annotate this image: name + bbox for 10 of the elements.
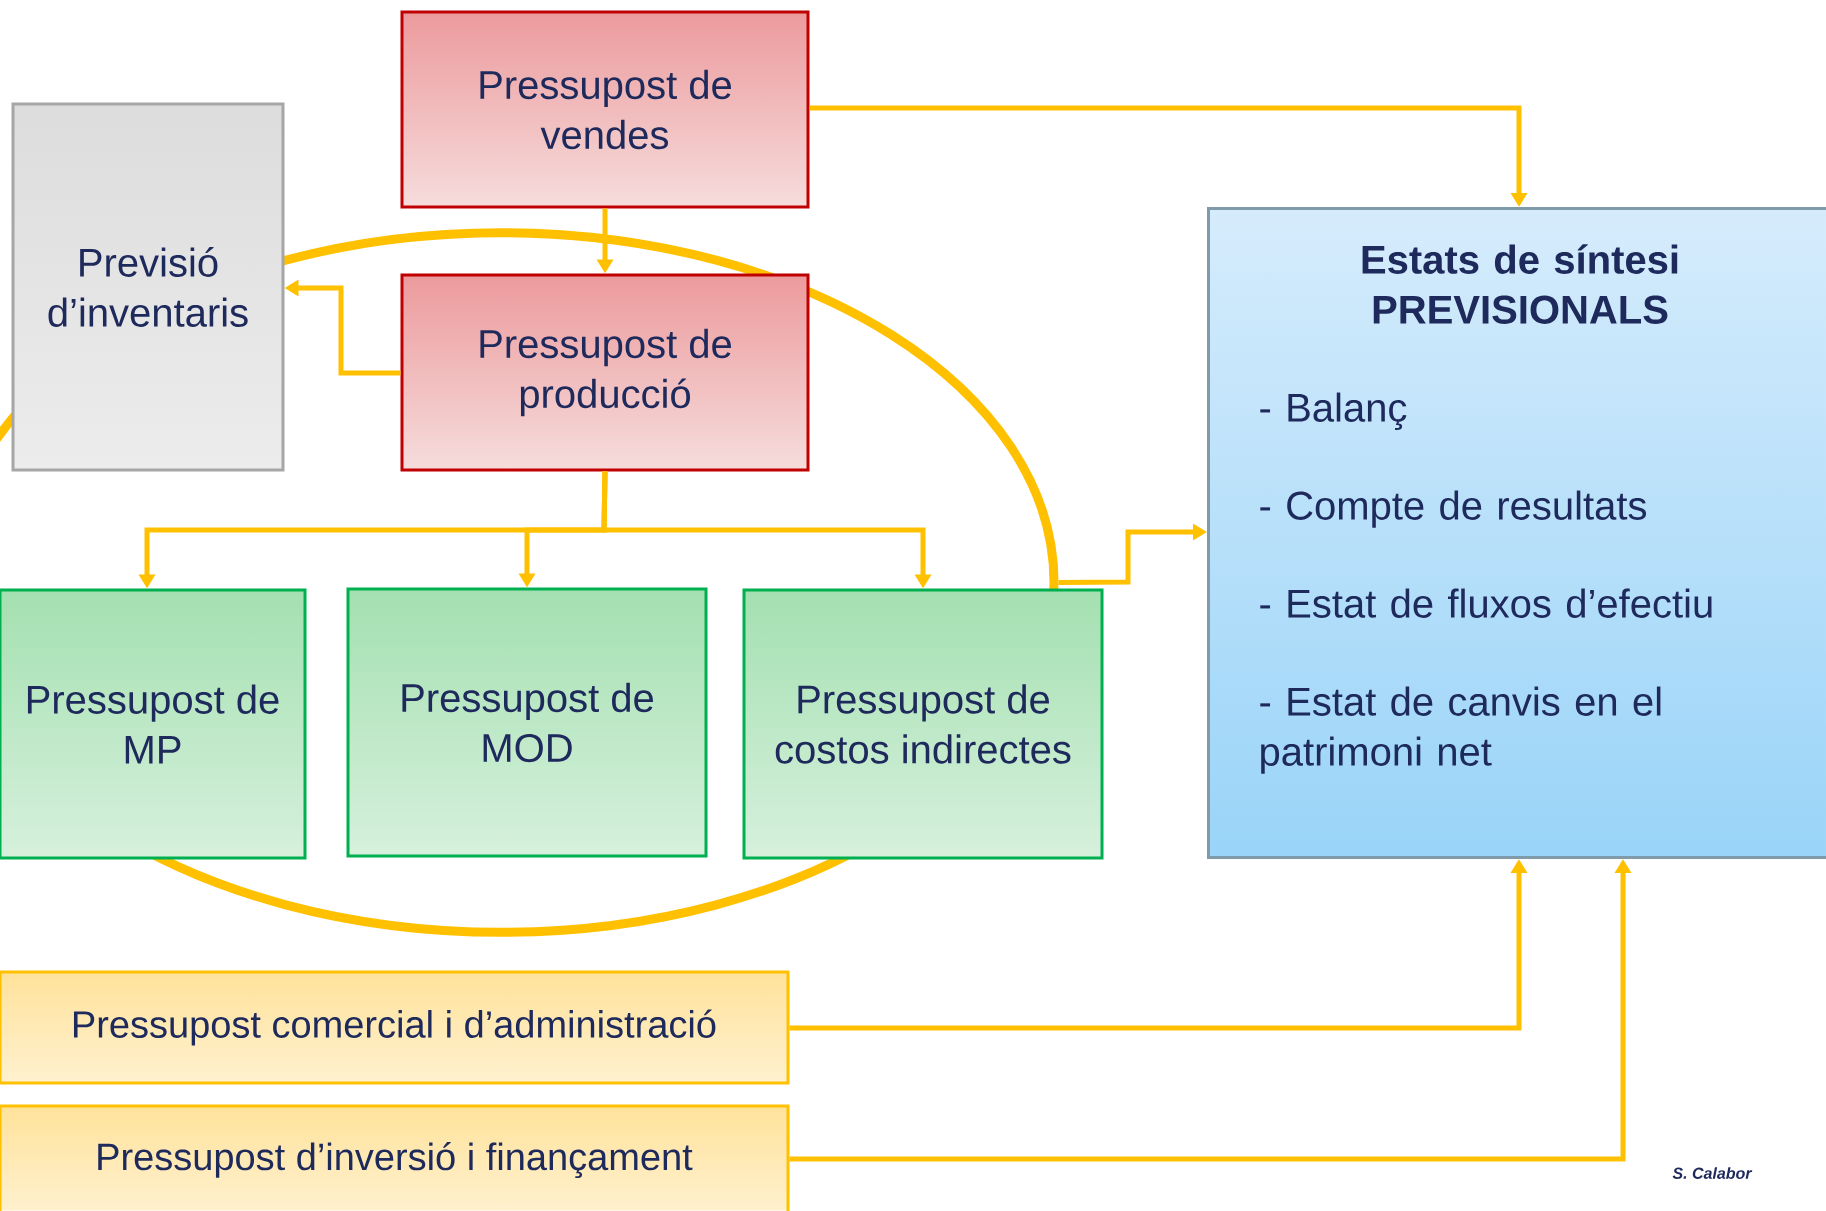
process-box: Pressupost de costos indirectes [742, 588, 1104, 860]
process-box: Pressupost d’inversió i finançament [0, 1104, 790, 1211]
process-box: Pressupost comercial i d’administració [0, 970, 790, 1085]
process-box: Previsió d’inventaris [11, 102, 285, 472]
process-box: Pressupost de vendes [400, 10, 810, 209]
summary-box: Estats de síntesi PREVISIONALS - Balanç - Compte de resultats - Estat de fluxos d’efectiu - Estat de canvis en el patrimoni net [1207, 207, 1826, 859]
process-box: Pressupost de producció [400, 273, 810, 472]
author-credit: S. Calabor [1672, 1167, 1753, 1179]
process-box: Pressupost de MP [0, 588, 307, 860]
process-box: Pressupost de MOD [346, 587, 708, 858]
